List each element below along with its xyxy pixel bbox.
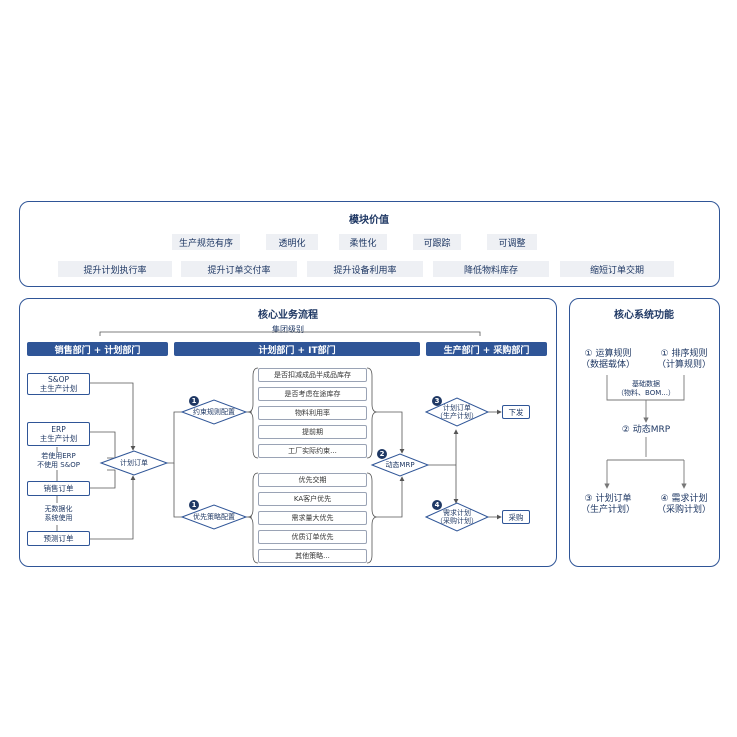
base-data-label: 基础数据 （物料、BOM...） — [617, 380, 675, 397]
plan-order-production-diamond: 计划订单 （生产计划） — [436, 404, 478, 420]
value-chip-1: 生产规范有序 — [172, 234, 240, 250]
priority-config-diamond: 优先策略配置 — [193, 513, 235, 521]
dynamic-mrp-diamond: 动态MRP — [385, 461, 415, 469]
core-process-title: 核心业务流程 — [258, 310, 318, 321]
dept-bar-plan-it: 计划部门 + IT部门 — [174, 342, 420, 356]
system-plan-order-label: ③ 计划订单 （生产计划） — [580, 494, 635, 515]
sort-rules-label: ① 排序规则 （计算规则） — [656, 349, 711, 370]
value-chip-8: 提升设备利用率 — [307, 261, 423, 277]
system-dynamic-mrp-label: ② 动态MRP — [621, 425, 671, 435]
step-badge-2: 2 — [377, 449, 387, 459]
plan-order-diamond: 计划订单 — [120, 459, 148, 467]
step-badge-1b: 1 — [189, 500, 199, 510]
priority-item-5: 其他策略... — [258, 549, 367, 563]
value-chip-9: 降低物料库存 — [433, 261, 549, 277]
dept-bar-sales-plan: 销售部门 + 计划部门 — [27, 342, 168, 356]
constraint-item-3: 物料利用率 — [258, 406, 367, 420]
priority-item-3: 需求量大优先 — [258, 511, 367, 525]
group-level-label: 集团级别 — [272, 325, 304, 334]
erp-note: 若使用ERP 不使用 S&OP — [37, 452, 80, 469]
value-chip-2: 透明化 — [266, 234, 318, 250]
constraint-item-1: 是否扣减成品半成品库存 — [258, 368, 367, 382]
constraint-item-4: 提前期 — [258, 425, 367, 439]
value-chip-10: 缩短订单交期 — [560, 261, 674, 277]
priority-item-2: KA客户优先 — [258, 492, 367, 506]
step-badge-4: 4 — [432, 500, 442, 510]
value-chip-5: 可调整 — [487, 234, 537, 250]
constraint-item-5: 工厂实际约束... — [258, 444, 367, 458]
value-chip-3: 柔性化 — [339, 234, 387, 250]
step-badge-1a: 1 — [189, 396, 199, 406]
calc-rules-label: ① 运算规则 （数据载体） — [580, 349, 635, 370]
dept-bar-prod-purchase: 生产部门 + 采购部门 — [426, 342, 547, 356]
sales-order-box: 销售订单 — [27, 481, 90, 496]
issue-tag: 下发 — [502, 405, 530, 419]
value-chip-4: 可跟踪 — [413, 234, 461, 250]
forecast-order-box: 预测订单 — [27, 531, 90, 546]
core-system-title: 核心系统功能 — [614, 310, 674, 321]
core-system-panel — [569, 298, 720, 567]
value-chip-7: 提升订单交付率 — [181, 261, 297, 277]
priority-item-1: 优先交期 — [258, 473, 367, 487]
erp-master-plan-box: ERP 主生产计划 — [27, 422, 90, 446]
constraint-config-diamond: 约束规则配置 — [193, 408, 235, 416]
priority-item-4: 优质订单优先 — [258, 530, 367, 544]
step-badge-3: 3 — [432, 396, 442, 406]
purchase-tag: 采购 — [502, 510, 530, 524]
constraint-item-2: 是否考虑在途库存 — [258, 387, 367, 401]
demand-plan-purchase-diamond: 需求计划 （采购计划） — [436, 509, 478, 525]
sop-master-plan-box: S&OP 主生产计划 — [27, 373, 90, 395]
no-data-system-note: 无数据化 系统使用 — [44, 505, 73, 522]
value-chip-6: 提升计划执行率 — [58, 261, 172, 277]
system-demand-plan-label: ④ 需求计划 （采购计划） — [656, 494, 711, 515]
module-value-title: 模块价值 — [349, 215, 389, 226]
